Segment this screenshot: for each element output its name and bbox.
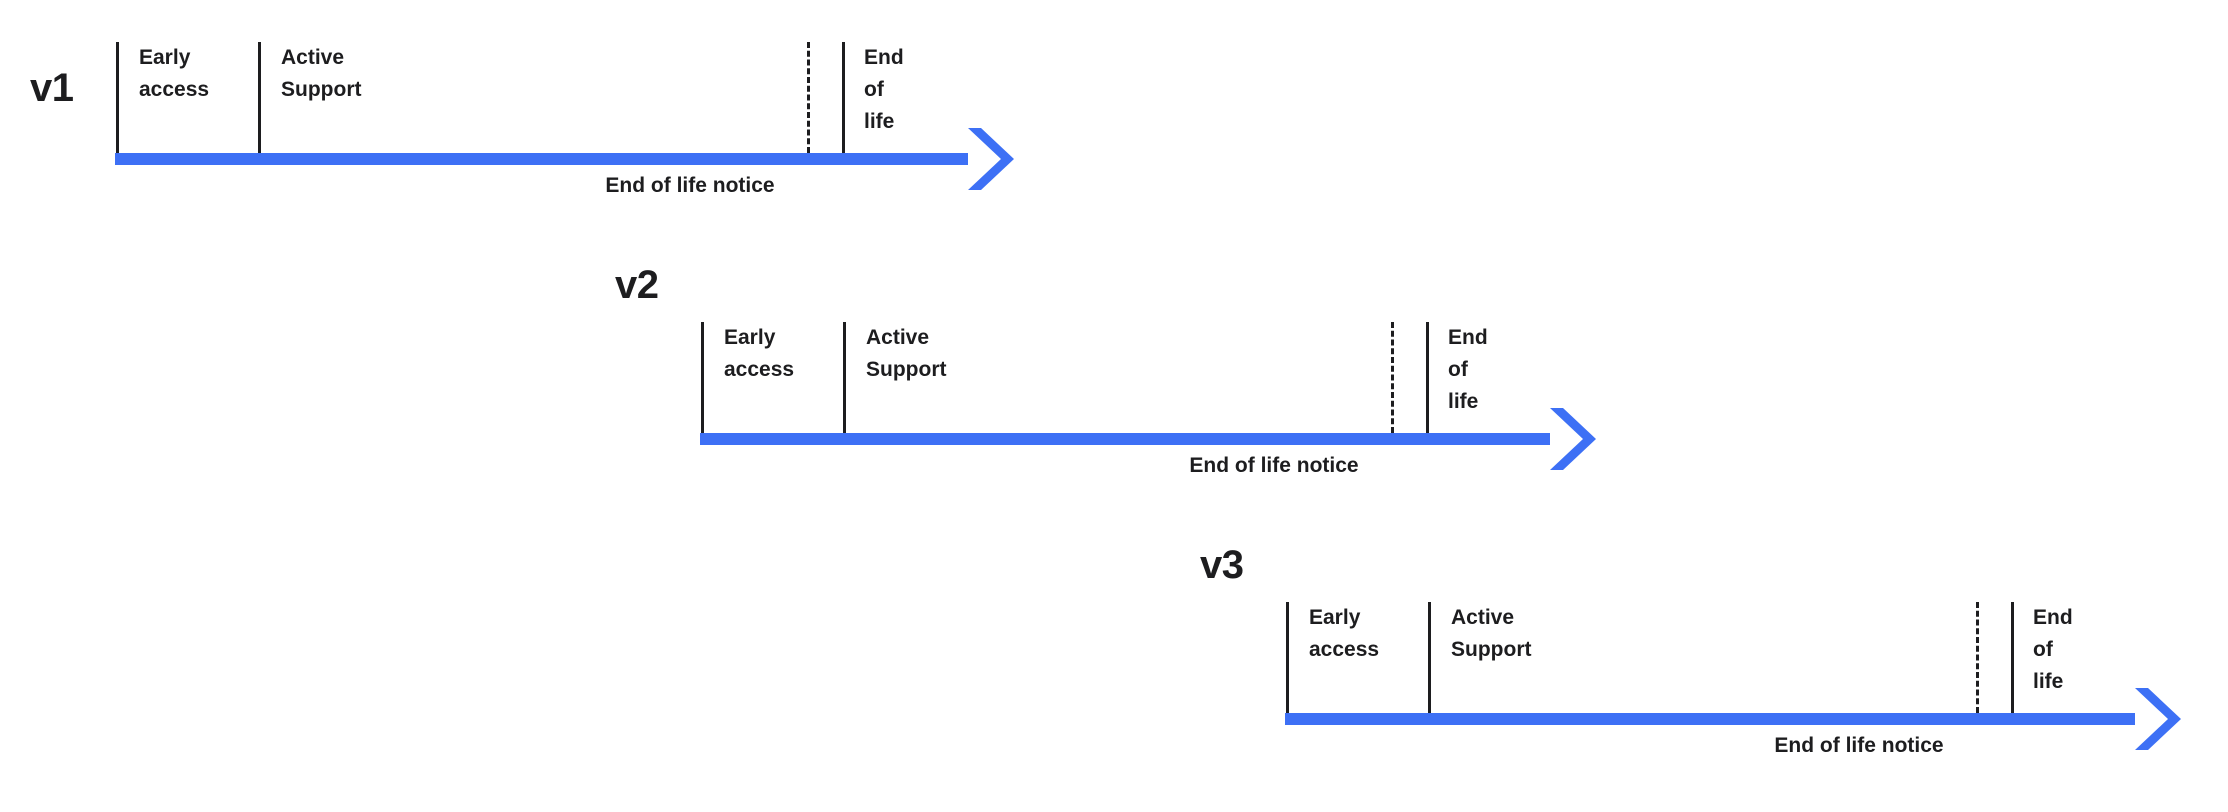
phase-divider-dashed-v2-2 <box>1391 322 1394 433</box>
phase-label-v2-2: End of life <box>1448 326 1488 413</box>
version-label-v3: v3 <box>1200 543 1244 587</box>
phase-divider-dashed-v3-2 <box>1976 602 1979 713</box>
phase-divider-solid-v1-1 <box>258 42 261 153</box>
phase-divider-solid-v3-3 <box>2011 602 2014 713</box>
phase-divider-solid-v3-1 <box>1428 602 1431 713</box>
phase-label-v1-1: Active Support <box>281 46 362 101</box>
phase-divider-dashed-v1-2 <box>807 42 810 153</box>
phase-label-v2-1: Active Support <box>866 326 947 381</box>
phase-label-v2-0: Early access <box>724 326 795 381</box>
phase-label-v1-2: End of life <box>864 46 904 133</box>
version-label-v1: v1 <box>30 66 74 110</box>
version-label-v2: v2 <box>615 263 659 307</box>
arrow-head-icon-v3 <box>2135 688 2181 750</box>
phase-label-v1-0: Early access <box>139 46 210 101</box>
phase-divider-solid-v1-0 <box>116 42 119 153</box>
notice-label-v3: End of life notice <box>1774 734 1944 757</box>
phase-divider-solid-v1-3 <box>842 42 845 153</box>
notice-label-v2: End of life notice <box>1189 454 1359 477</box>
arrow-head-icon-v2 <box>1550 408 1596 470</box>
phase-label-v3-1: Active Support <box>1451 606 1532 661</box>
arrow-head-icon-v1 <box>968 128 1014 190</box>
timeline-bar-v1 <box>115 153 968 165</box>
phase-divider-solid-v2-3 <box>1426 322 1429 433</box>
phase-divider-solid-v2-0 <box>701 322 704 433</box>
phase-label-v3-2: End of life <box>2033 606 2073 693</box>
phase-divider-solid-v2-1 <box>843 322 846 433</box>
timeline-bar-v2 <box>700 433 1550 445</box>
phase-divider-solid-v3-0 <box>1286 602 1289 713</box>
phase-label-v3-0: Early access <box>1309 606 1380 661</box>
timeline-bar-v3 <box>1285 713 2135 725</box>
notice-label-v1: End of life notice <box>605 174 775 197</box>
